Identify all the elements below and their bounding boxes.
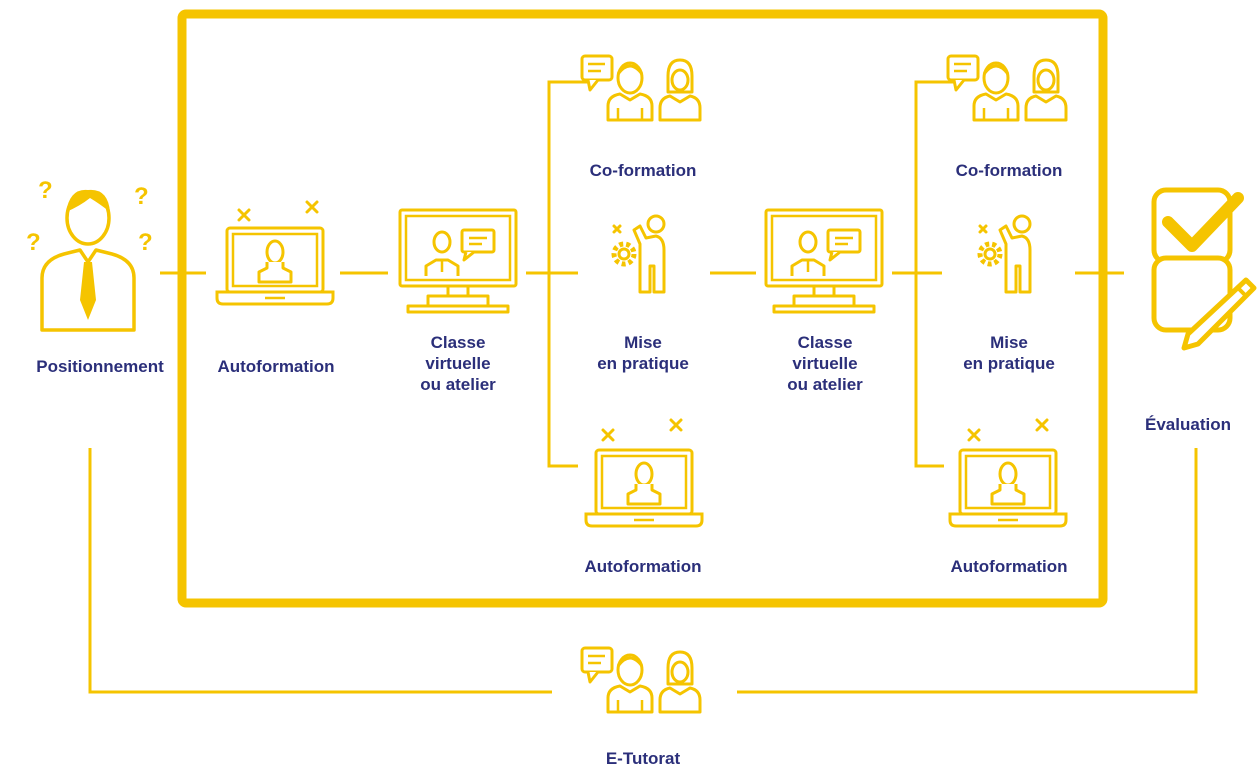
chat-people-icon — [580, 54, 702, 122]
laptop-user-icon — [215, 200, 335, 306]
label-autoformation-bottom: Autoformation — [584, 557, 702, 576]
connector-lines — [88, 80, 1198, 694]
label-positionnement: Positionnement — [36, 357, 164, 376]
label-evaluation: Évaluation — [1145, 415, 1231, 434]
label-co-formation: Co-formation — [589, 161, 697, 180]
label-e-tutorat: E-Tutorat — [605, 749, 681, 768]
svg-text:?: ? — [38, 177, 53, 204]
label-autoformation-bottom-2: Autoformation — [950, 557, 1068, 576]
label-autoformation: Autoformation — [217, 357, 335, 376]
confused-person-icon: ? ? ? ? — [26, 177, 153, 332]
svg-text:?: ? — [134, 183, 149, 210]
person-gear-icon — [614, 216, 664, 292]
checklist-icon — [1151, 187, 1257, 351]
chat-people-icon — [580, 646, 702, 714]
laptop-user-icon — [948, 418, 1068, 528]
label-co-formation-2: Co-formation — [955, 161, 1063, 180]
laptop-user-icon — [584, 418, 704, 528]
training-frame — [177, 9, 1108, 608]
monitor-presenter-icon — [398, 208, 518, 314]
chat-people-icon — [946, 54, 1068, 122]
svg-text:?: ? — [138, 229, 153, 256]
svg-text:?: ? — [26, 229, 41, 256]
person-gear-icon — [980, 216, 1030, 292]
monitor-presenter-icon — [764, 208, 884, 314]
